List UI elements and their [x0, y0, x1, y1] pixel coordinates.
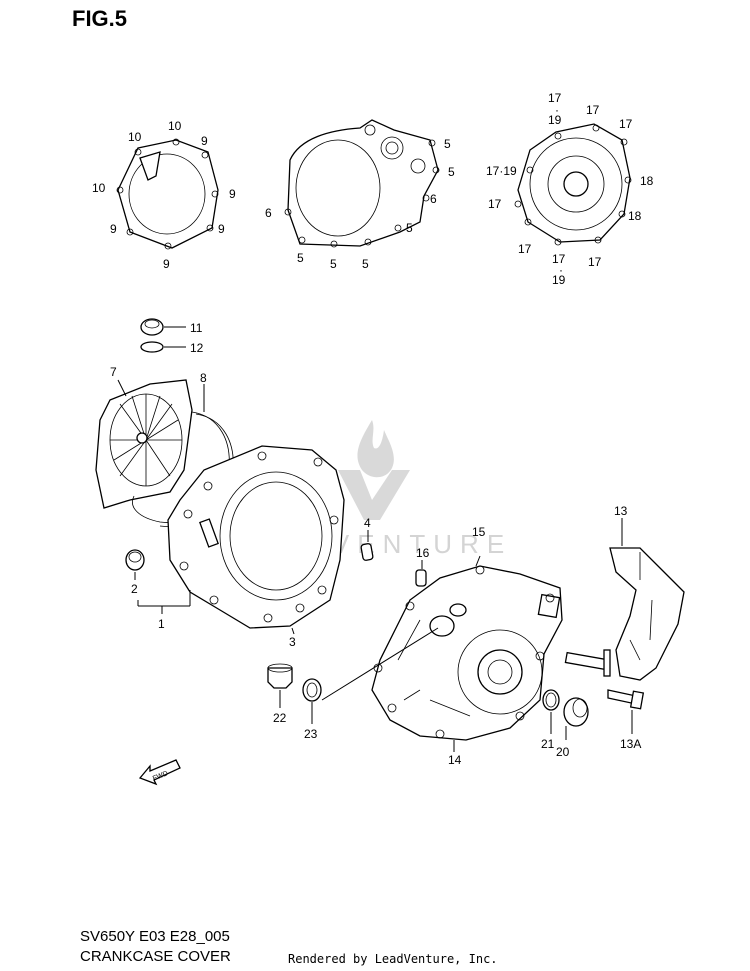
callout-10: 10	[92, 181, 106, 195]
callout-3: 3	[289, 635, 296, 649]
callout-17: 17	[586, 103, 600, 117]
callout-10: 10	[168, 119, 182, 133]
callout-4: 4	[364, 516, 371, 530]
callout-15: 15	[472, 525, 486, 539]
crankcase-cover-gasket-layout	[284, 119, 440, 248]
callout-9: 9	[218, 222, 225, 236]
sprocket-cover-bolt	[607, 689, 645, 710]
generator-cover-gasket-layout	[514, 123, 632, 246]
callout-9: 9	[110, 222, 117, 236]
generator-cover	[371, 565, 563, 741]
callout-5: 5	[330, 257, 337, 271]
callout-18: 18	[640, 174, 654, 188]
callout-5: 5	[297, 251, 304, 265]
oil-filler-o-ring	[140, 341, 186, 353]
model-code: SV650Y E03 E28_005	[80, 928, 230, 945]
figure-title: FIG.5	[72, 6, 128, 31]
callout-17: 17	[548, 91, 562, 105]
assembly-1-bracket	[137, 590, 191, 614]
o-ring-21	[542, 689, 560, 711]
callout-9: 9	[201, 134, 208, 148]
dowel-pin-16	[415, 569, 427, 587]
callout-11: 11	[190, 321, 203, 335]
callout-23: 23	[304, 727, 318, 741]
callout-5: 5	[448, 165, 455, 179]
o-ring-23	[302, 678, 322, 702]
callout-13a: 13A	[620, 737, 641, 751]
svg-text:·: ·	[559, 263, 563, 277]
callout-17: 17	[518, 242, 532, 256]
clutch-cover	[95, 379, 193, 509]
callout-1: 1	[158, 617, 165, 631]
callout-12: 12	[190, 341, 204, 355]
callout-17: 17	[588, 255, 602, 269]
render-credit: Rendered by LeadVenture, Inc.	[288, 952, 498, 966]
callout-19: 19	[548, 113, 562, 127]
callout-14: 14	[448, 753, 462, 767]
callout-2: 2	[131, 582, 138, 596]
callout-13: 13	[614, 504, 628, 518]
sprocket-cover	[564, 547, 685, 681]
leader-line-23	[321, 627, 439, 701]
callout-18: 18	[628, 209, 642, 223]
callout-5: 5	[444, 137, 451, 151]
callout-10: 10	[128, 130, 142, 144]
clutch-side-crankcase-cover	[167, 445, 345, 629]
callout-21: 21	[541, 737, 555, 751]
callout-5: 5	[362, 257, 369, 271]
callout-8: 8	[200, 371, 207, 385]
cover-plug	[125, 549, 145, 571]
callout-6: 6	[430, 192, 437, 206]
callout-9: 9	[163, 257, 170, 271]
callout-17: 17	[488, 197, 502, 211]
callout-20: 20	[556, 745, 570, 759]
callout-16: 16	[416, 546, 430, 560]
dowel-pin	[360, 543, 374, 561]
callout-7: 7	[110, 365, 117, 379]
callout-9: 9	[229, 187, 236, 201]
callout-5: 5	[406, 221, 413, 235]
clutch-cover-gasket-layout	[116, 138, 219, 250]
section-name: CRANKCASE COVER	[80, 948, 231, 965]
cover-bolt-plug	[267, 663, 293, 689]
callout-22: 22	[273, 711, 287, 725]
callout-6: 6	[265, 206, 272, 220]
oil-filler-cap	[140, 318, 186, 336]
svg-text:·: ·	[555, 103, 559, 117]
callout-17: 17	[619, 117, 633, 131]
generator-cover-plug	[563, 697, 589, 727]
forward-direction-arrow: FWD	[138, 759, 181, 786]
callout-17: 17	[552, 252, 566, 266]
callout-19: 19	[552, 273, 566, 287]
callout-17-19: 17·19	[486, 164, 517, 178]
